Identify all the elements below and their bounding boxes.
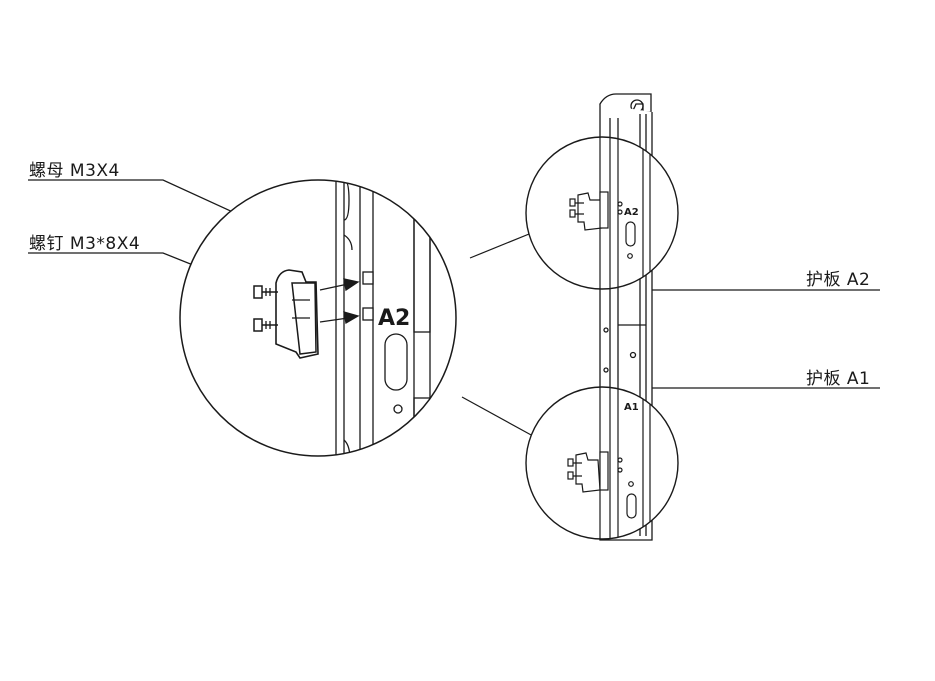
zoom-marking-a2: A2 <box>378 306 410 331</box>
detail-circle-large: A2 <box>179 179 457 457</box>
panel-a2-label: 护板 A2 <box>806 270 871 290</box>
panel-a1-label: 护板 A1 <box>806 369 871 389</box>
detail-circle-bottom: A1 <box>525 386 679 540</box>
small-marking-a2: A2 <box>624 207 639 218</box>
zoom-connector-lines <box>461 231 535 437</box>
detail-circle-top: A2 <box>525 136 679 290</box>
label-leader-lines <box>28 179 880 389</box>
screw-label: 螺钉 M3*8X4 <box>29 234 141 254</box>
small-marking-a1: A1 <box>624 402 639 413</box>
nut-label: 螺母 M3X4 <box>29 161 120 181</box>
